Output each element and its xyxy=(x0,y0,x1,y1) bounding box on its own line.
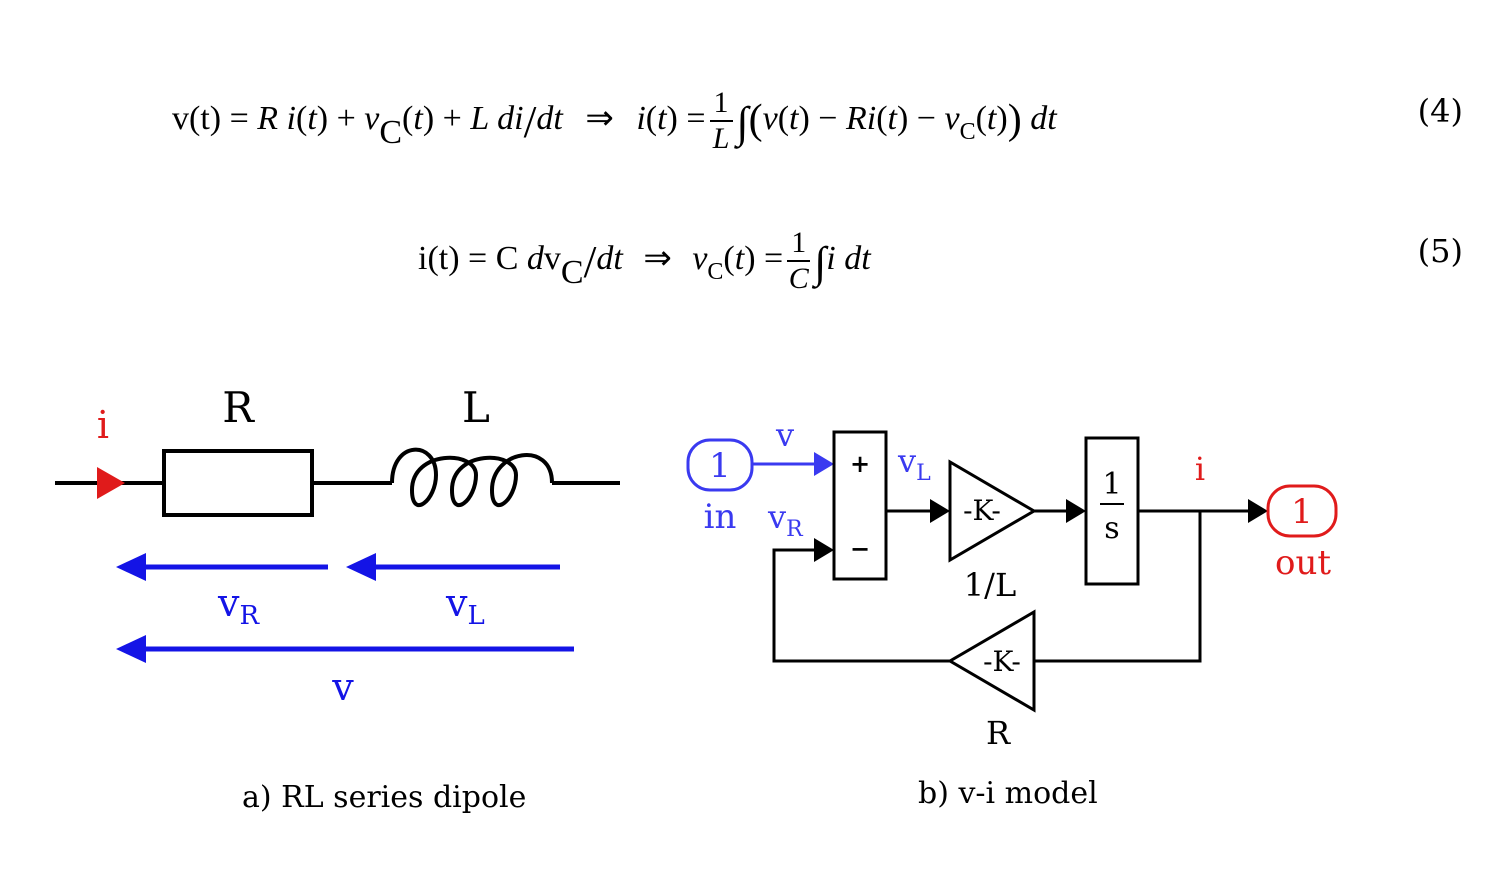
out-port xyxy=(1266,484,1338,538)
gain-feedback-block xyxy=(947,609,1036,713)
vl-signal-label: vL xyxy=(897,442,931,486)
current-label: i xyxy=(97,403,109,447)
gain-feedback-label: R xyxy=(986,714,1011,752)
sum-to-gain-arrow-icon xyxy=(930,499,950,523)
inductor-label: L xyxy=(462,383,490,432)
vi-model-diagram: 1 in v + − vR vL -K- 1/L 1 s i 1 out -K-… xyxy=(686,416,1338,752)
in-port-number: 1 xyxy=(709,446,731,486)
v-signal-arrow-icon xyxy=(814,452,834,476)
out-port-number: 1 xyxy=(1291,492,1313,532)
vl-label: vL xyxy=(445,581,485,631)
out-port-label: out xyxy=(1275,543,1331,583)
integrator-block xyxy=(1084,436,1140,586)
v-signal-label: v xyxy=(775,416,794,454)
sum-plus-sign: + xyxy=(850,449,870,478)
inductor-coil xyxy=(390,447,554,507)
integrator-numerator: 1 xyxy=(1102,467,1121,502)
i-signal-label: i xyxy=(1195,450,1205,488)
gain-forward-text: -K- xyxy=(963,494,1001,527)
gain-to-integrator-arrow-icon xyxy=(1066,499,1086,523)
gain-feedback-text: -K- xyxy=(983,645,1021,678)
integrator-denominator: s xyxy=(1104,511,1119,546)
feedback-arrow-icon xyxy=(814,538,834,562)
equation-4-body: v(t) = R i(t) + vC(t) + L di/dt ⇒ i(t) =… xyxy=(172,86,1057,155)
equation-4-number: (4) xyxy=(1417,92,1463,130)
vr-signal-label: vR xyxy=(767,498,804,542)
sum-block xyxy=(832,430,888,581)
v-total-label: v xyxy=(331,665,354,709)
resistor xyxy=(162,449,314,517)
feedback-left-line xyxy=(772,548,950,663)
resistor-label: R xyxy=(222,383,255,432)
sum-minus-sign: − xyxy=(850,534,870,563)
vr-label: vR xyxy=(217,581,260,631)
gain-forward-block xyxy=(948,459,1037,563)
integrator-to-out-arrow-icon xyxy=(1248,499,1268,523)
rl-circuit-diagram: i R L vR vL v xyxy=(55,383,620,709)
caption-b: b) v-i model xyxy=(918,776,1098,811)
gain-forward-label: 1/L xyxy=(964,566,1016,604)
equation-5-number: (5) xyxy=(1417,232,1463,270)
vr-arrow-head-icon xyxy=(116,553,146,581)
v-arrow-head-icon xyxy=(116,635,146,663)
caption-a: a) RL series dipole xyxy=(242,780,527,815)
feedback-right-line xyxy=(1034,511,1202,663)
current-arrow-icon xyxy=(97,467,125,499)
vl-arrow-head-icon xyxy=(346,553,376,581)
in-port-label: in xyxy=(704,497,737,537)
